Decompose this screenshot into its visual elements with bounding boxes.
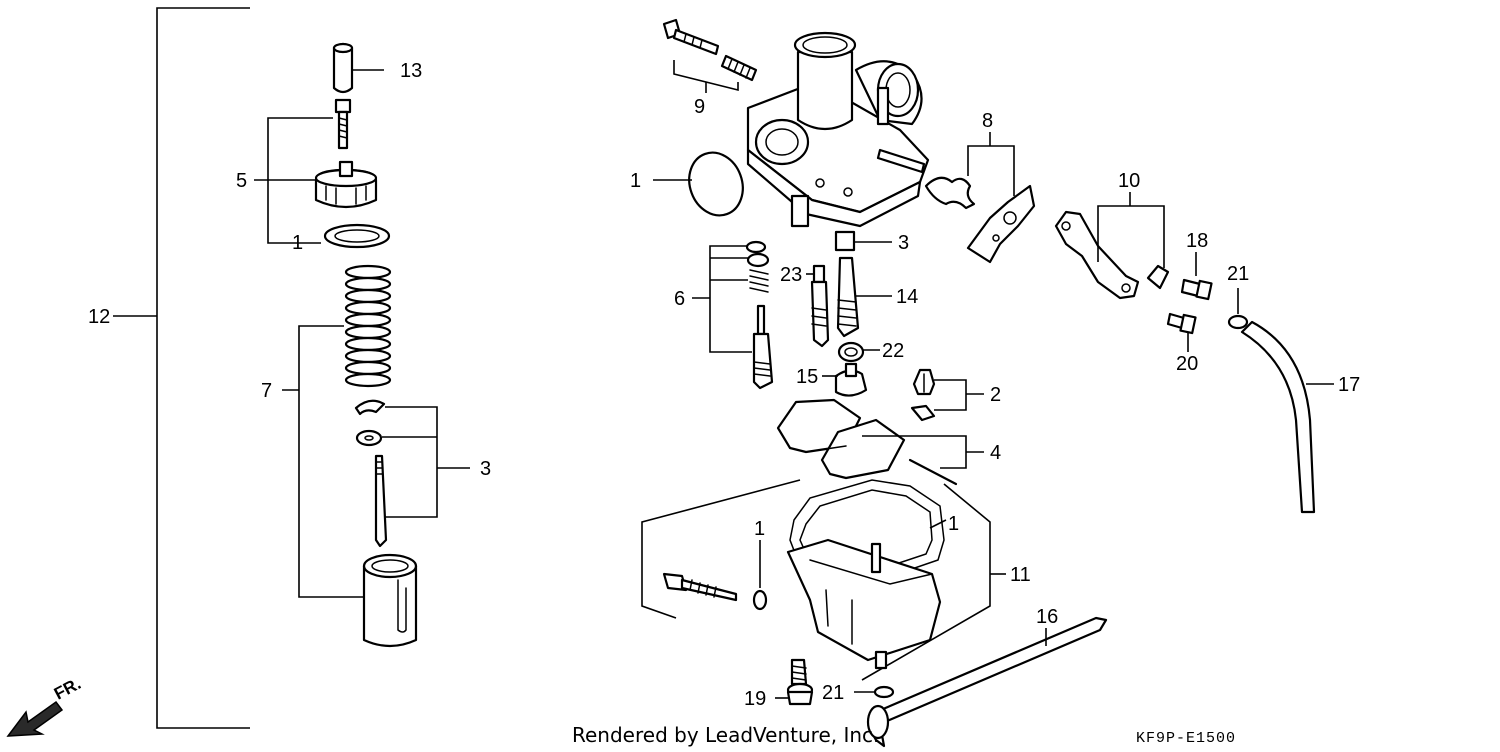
callout-18: 18 (1186, 230, 1208, 252)
part-1-gasket-top (323, 223, 391, 249)
callout-5: 5 (236, 170, 247, 192)
part-5-top-cap (314, 160, 378, 209)
callout-2: 2 (990, 384, 1001, 406)
part-14-needle-jet (836, 256, 892, 338)
callout-9: 9 (694, 96, 705, 118)
part-8-throttle-link (924, 132, 1036, 264)
part-9-screw-spring (662, 18, 758, 93)
part-17-hose (1240, 320, 1334, 514)
part-15-float-valve (822, 362, 868, 397)
part-10-bracket (1054, 192, 1170, 300)
callout-12: 12 (88, 306, 110, 328)
callout-3: 3 (480, 458, 491, 480)
part-20-bolt (1166, 312, 1197, 352)
diagram-code: KF9P-E1500 (1136, 730, 1236, 747)
part-18-bolt (1180, 252, 1213, 301)
part-11-float-chamber (641, 479, 1006, 681)
callout-10: 10 (1118, 170, 1140, 192)
callout-labels: 13 5 1 12 7 3 9 1 8 10 18 21 20 17 3 23 … (88, 60, 1360, 710)
part-23-slow-jet (806, 264, 830, 348)
callout-3: 3 (898, 232, 909, 254)
part-16-hose (866, 616, 1108, 748)
part-5-adjuster (334, 98, 352, 150)
callout-1: 1 (948, 513, 959, 535)
callout-19: 19 (744, 688, 766, 710)
callout-7: 7 (261, 380, 272, 402)
part-1-o-ring-body (688, 151, 744, 217)
part-3-jet-needle (354, 399, 470, 548)
part-21-clip-lower (854, 685, 895, 699)
part-carburetor-body (746, 31, 930, 228)
assembly-12-bracket (113, 7, 250, 729)
callout-14: 14 (896, 286, 918, 308)
callout-1: 1 (630, 170, 641, 192)
part-7-spring (344, 264, 392, 388)
callout-11: 11 (1010, 564, 1031, 586)
callout-6: 6 (674, 288, 685, 310)
part-2-float-needle (910, 368, 984, 422)
callout-15: 15 (796, 366, 818, 388)
part-13-cap (332, 42, 384, 94)
part-4-float (776, 398, 984, 486)
leader-5-1 (254, 117, 333, 244)
part-7-throttle-slide (362, 553, 418, 648)
callout-16: 16 (1036, 606, 1058, 628)
callout-21: 21 (1227, 263, 1249, 285)
callout-20: 20 (1176, 353, 1198, 375)
callout-22: 22 (882, 340, 904, 362)
front-direction-arrow-icon: FR. (6, 674, 84, 737)
part-22-main-jet (837, 341, 880, 363)
callout-21: 21 (822, 682, 844, 704)
callout-4: 4 (990, 442, 1001, 464)
callout-23: 23 (780, 264, 802, 286)
part-6-pilot-screw (692, 240, 774, 390)
credit-text: Rendered by LeadVenture, Inc. (572, 723, 879, 747)
leader-7 (298, 325, 364, 598)
callout-17: 17 (1338, 374, 1360, 396)
callout-1: 1 (754, 518, 765, 540)
part-3-jet-holder (834, 230, 892, 252)
part-21-clip-upper (1227, 288, 1249, 330)
part-19-drain-screw (775, 658, 814, 706)
callout-8: 8 (982, 110, 993, 132)
callout-1: 1 (292, 232, 303, 254)
callout-13: 13 (400, 60, 422, 82)
direction-marker: FR. (51, 674, 84, 704)
